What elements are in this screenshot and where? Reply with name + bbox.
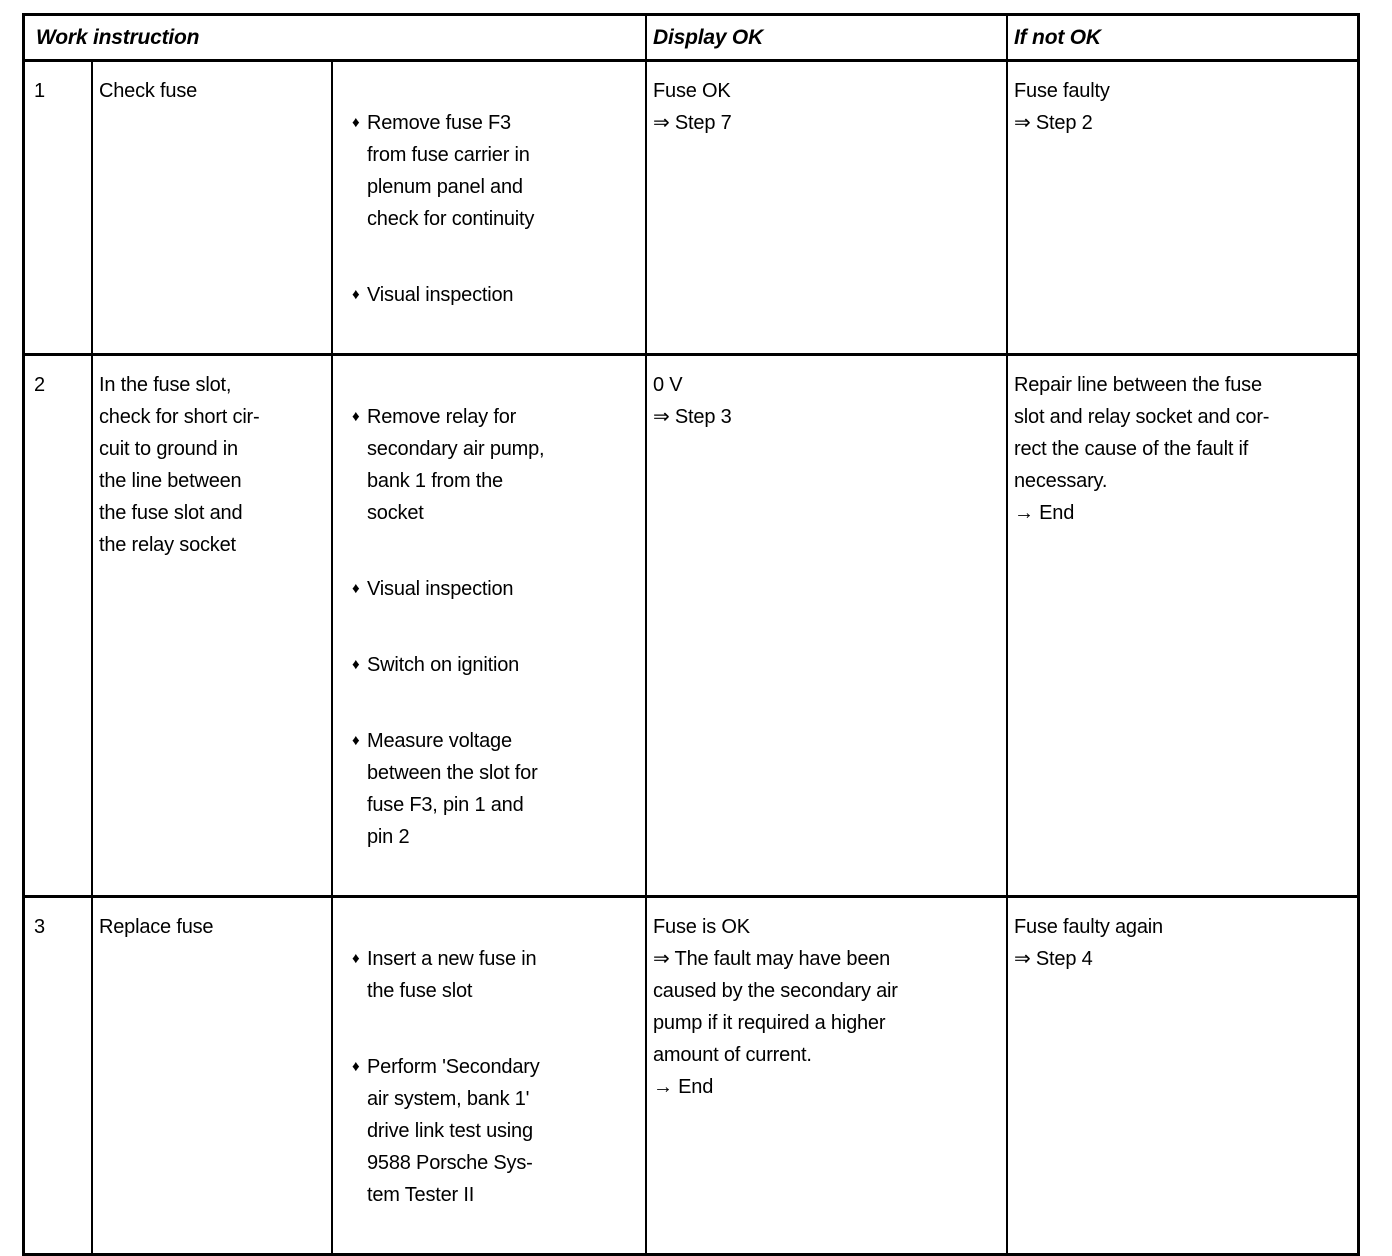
action-text: Remove fuse F3 from fuse carrier in plen… (367, 112, 535, 230)
task-cell: Replace fuse (93, 898, 333, 1253)
task-cell: Check fuse (93, 62, 333, 356)
if-not-ok-cell: Fuse faulty ⇒ Step 2 (1008, 62, 1357, 356)
if-not-ok-cell: Fuse faulty again ⇒ Step 4 (1014, 916, 1163, 970)
action-text: Remove relay for secondary air pump, ban… (367, 406, 545, 524)
actions-cell: ♦ Remove relay for secondary air pump, b… (333, 356, 647, 898)
diamond-bullet-icon: ♦ (352, 950, 360, 967)
actions-cell: ♦ Remove fuse F3 from fuse carrier in pl… (333, 62, 647, 356)
actions-cell: ♦ Insert a new fuse in the fuse slot ♦ P… (333, 898, 647, 1253)
action-text: Insert a new fuse in the fuse slot (367, 948, 537, 1002)
action-item: ♦ Switch on ignition (333, 649, 641, 681)
header-display-ok: Display OK (647, 16, 1008, 62)
display-ok-cell: Fuse is OK ⇒ The fault may have been cau… (647, 898, 1008, 1253)
action-text: Measure voltage between the slot for fus… (367, 730, 538, 848)
action-item: ♦ Visual inspection (333, 573, 641, 605)
action-item: ♦ Perform 'Secondary air system, bank 1'… (333, 1051, 641, 1211)
work-instruction-table: Work instruction Display OK If not OK 1 … (22, 13, 1360, 1256)
diamond-bullet-icon: ♦ (352, 286, 360, 303)
action-text: Visual inspection (367, 284, 514, 306)
document-page: Work instruction Display OK If not OK 1 … (22, 13, 1360, 1256)
diamond-bullet-icon: ♦ (352, 1058, 360, 1075)
action-text: Visual inspection (367, 578, 514, 600)
diamond-bullet-icon: ♦ (352, 656, 360, 673)
action-item: ♦ Measure voltage between the slot for f… (333, 725, 641, 853)
action-item: ♦ Remove fuse F3 from fuse carrier in pl… (333, 107, 641, 235)
action-text: Switch on ignition (367, 654, 520, 676)
diamond-bullet-icon: ♦ (352, 408, 360, 425)
header-if-not-ok: If not OK (1008, 16, 1357, 62)
diamond-bullet-icon: ♦ (352, 580, 360, 597)
diamond-bullet-icon: ♦ (352, 114, 360, 131)
display-ok-cell: 0 V ⇒ Step 3 (647, 356, 1008, 898)
action-text: Perform 'Secondary air system, bank 1' d… (367, 1056, 540, 1206)
action-item: ♦ Visual inspection (333, 279, 641, 311)
header-work-instruction: Work instruction (25, 16, 647, 62)
action-item: ♦ Insert a new fuse in the fuse slot (333, 943, 641, 1007)
diamond-bullet-icon: ♦ (352, 732, 360, 749)
if-not-ok-cell: Repair line between the fuse slot and re… (1008, 356, 1357, 898)
step-number-cell: 3 (25, 898, 93, 1253)
step-number-cell: 2 (25, 356, 93, 898)
step-number-cell: 1 (25, 62, 93, 356)
display-ok-cell: Fuse OK ⇒ Step 7 (647, 62, 1008, 356)
task-cell: In the fuse slot, check for short cir- c… (93, 356, 333, 898)
action-item: ♦ Remove relay for secondary air pump, b… (333, 401, 641, 529)
